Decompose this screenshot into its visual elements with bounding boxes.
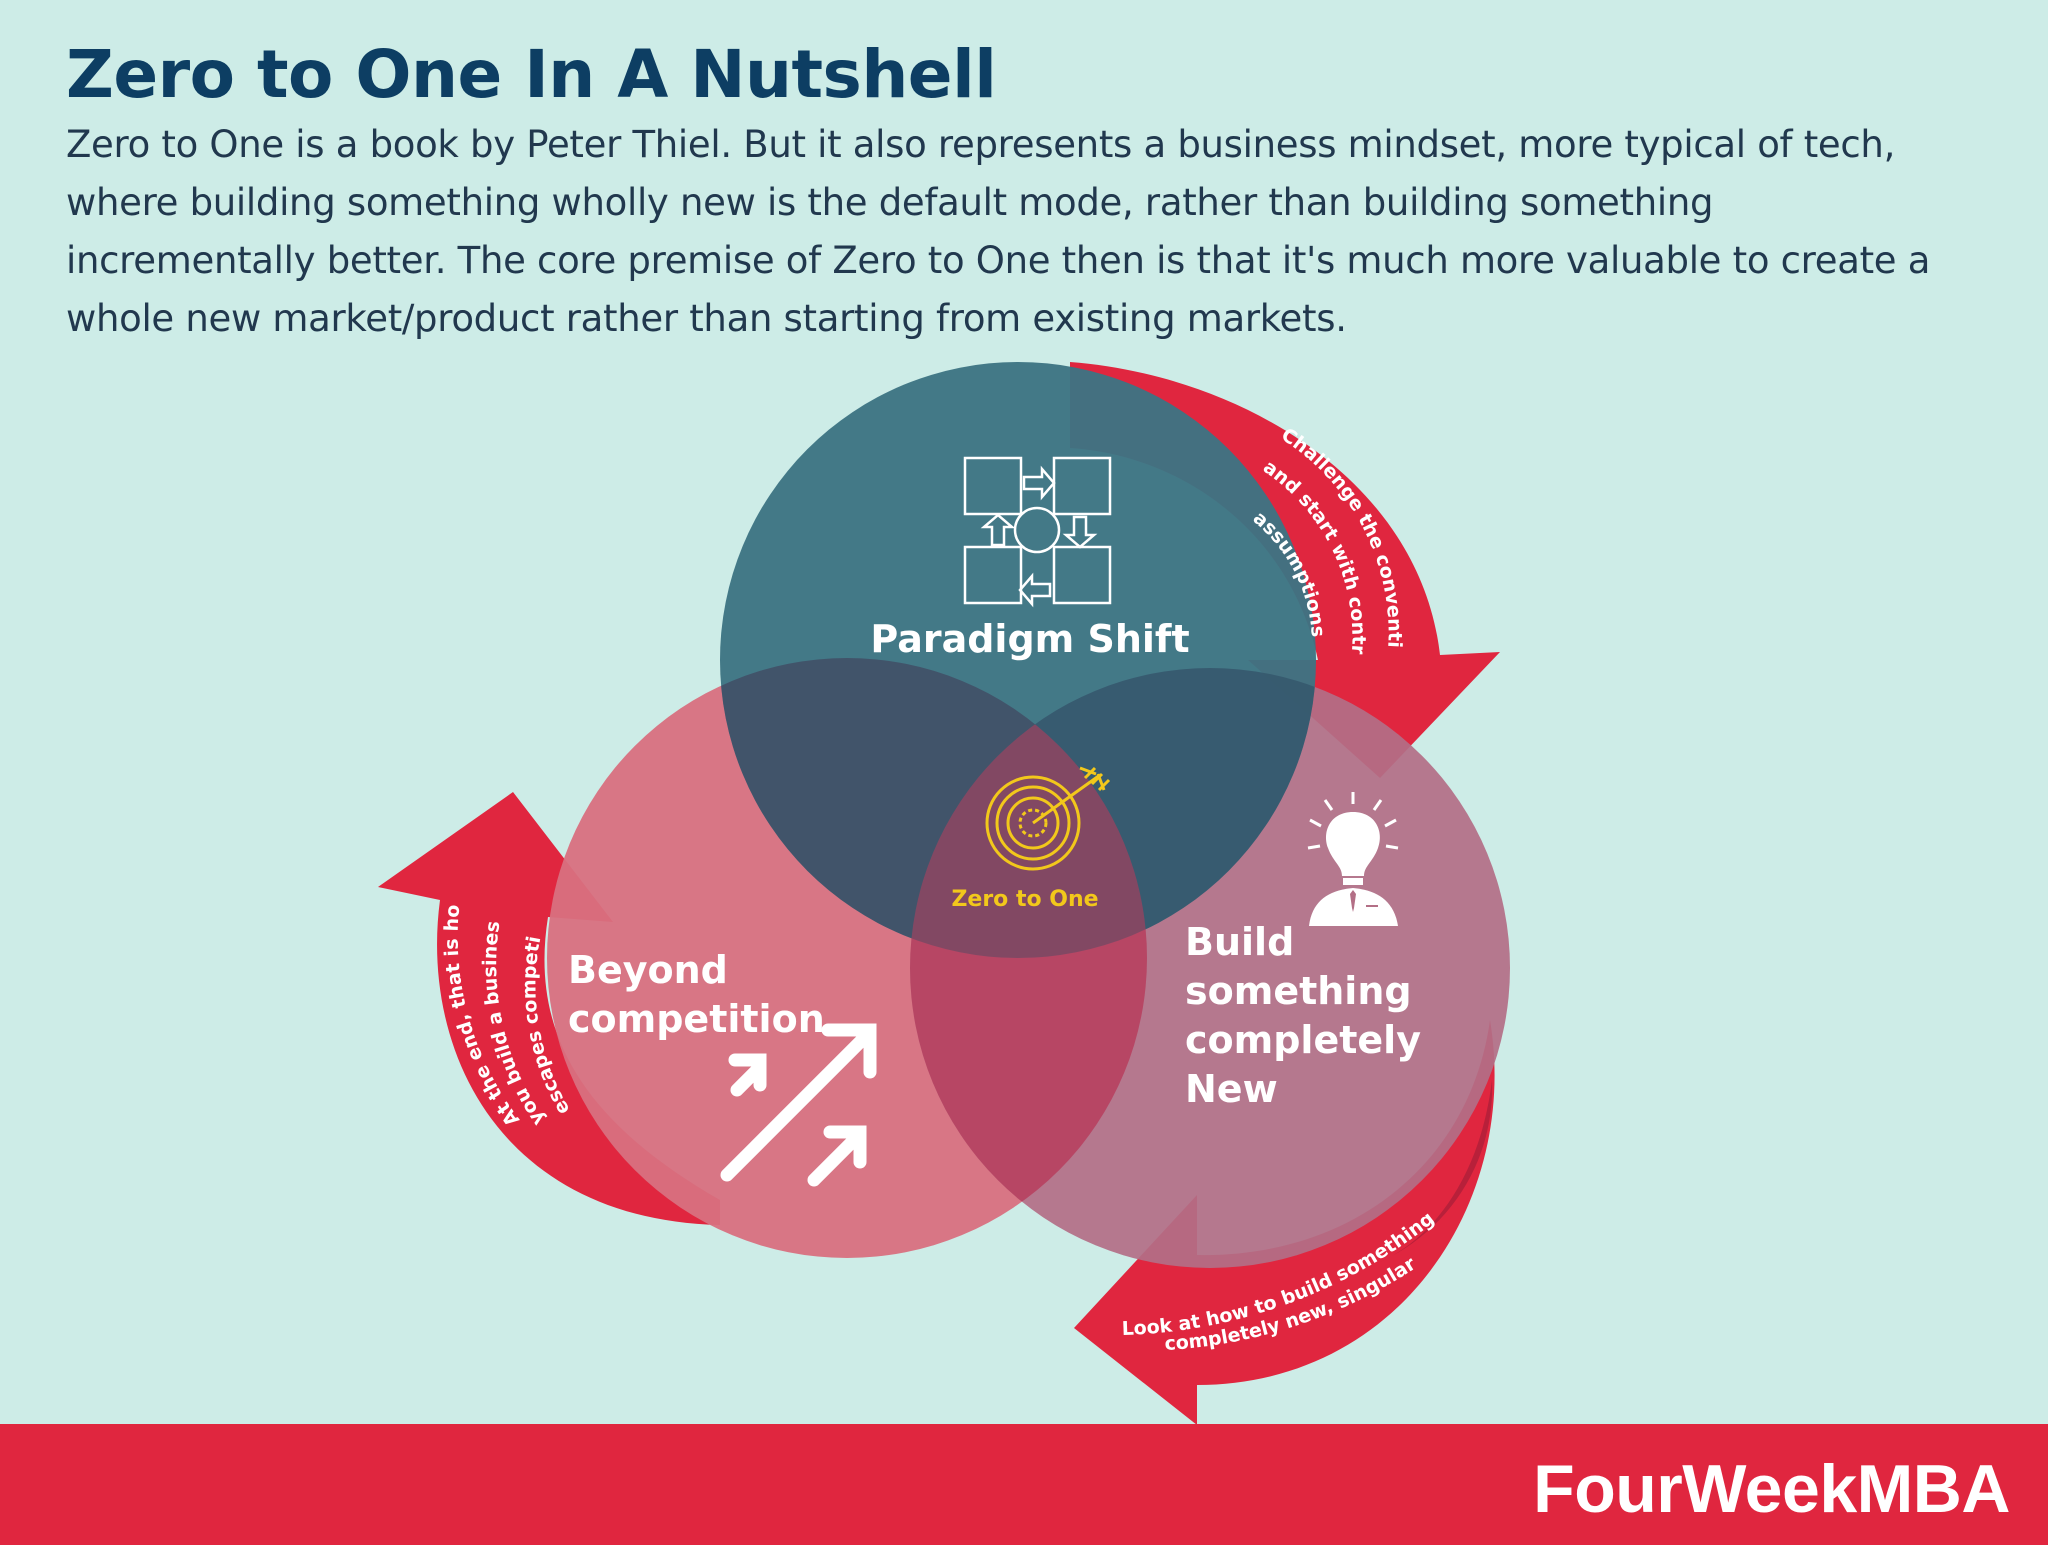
paradigm-shift-icon [963, 456, 1112, 608]
circle-label-build-new: Build something completely New [1185, 920, 1421, 1111]
footer-bar: FourWeekMBA [0, 1424, 2048, 1545]
svg-text:competition: competition [568, 997, 825, 1041]
arrow-caption-escape: At the end, that is how you build a busi… [0, 0, 574, 1130]
arrow-build [1074, 1020, 1495, 1425]
circle-label-zero-to-one: Zero to One [951, 887, 1098, 912]
lightbulb-person-icon [1307, 792, 1399, 926]
circle-label-beyond-competition: Beyond competition [568, 948, 825, 1041]
page-title: Zero to One In A Nutshell [66, 36, 997, 113]
svg-text:something: something [1185, 969, 1412, 1013]
svg-text:New: New [1185, 1067, 1278, 1111]
growth-arrows-icon [720, 1023, 877, 1187]
svg-text:Beyond: Beyond [568, 948, 728, 992]
svg-text:completely: completely [1185, 1018, 1421, 1062]
arrow-escape [378, 792, 720, 1225]
brand-logo: FourWeekMBA [1533, 1451, 2010, 1527]
circle-label-paradigm-shift: Paradigm Shift [870, 617, 1189, 661]
target-icon [985, 766, 1111, 871]
svg-text:Build: Build [1185, 920, 1294, 964]
intro-paragraph: Zero to One is a book by Peter Thiel. Bu… [66, 123, 1931, 340]
svg-text:At the end, that is how: At the end, that is how [0, 0, 524, 1130]
